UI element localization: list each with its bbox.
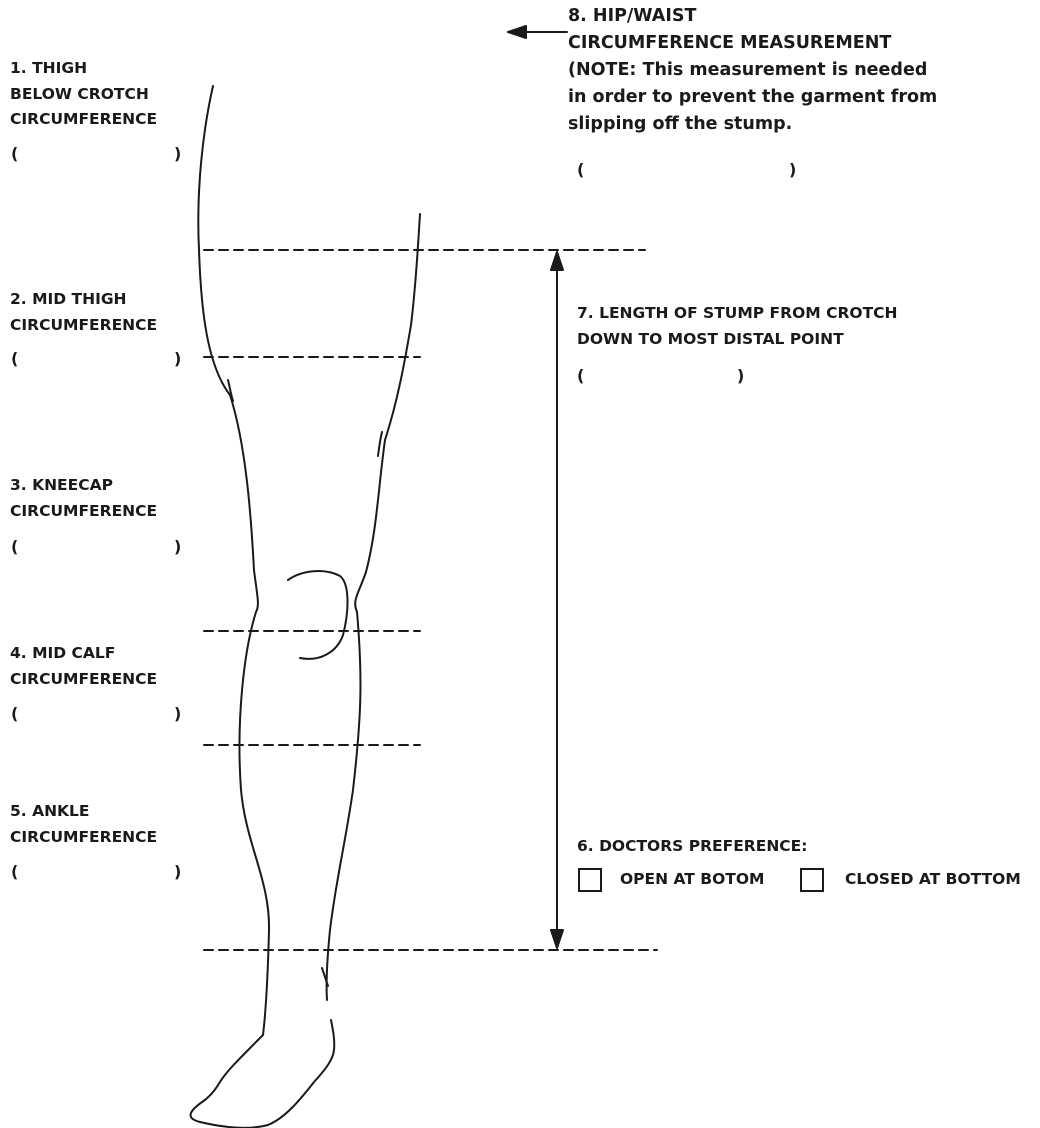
mid-calf-value-open: (: [11, 704, 19, 723]
thigh-label-line-3: CIRCUMFERENCE: [10, 110, 158, 128]
mid-thigh-value-open: (: [11, 349, 19, 368]
kneecap-label-line-1: 3. KNEECAP: [10, 476, 113, 494]
arrowhead-left: [507, 25, 527, 39]
stump-length-label-line-1: 7. LENGTH OF STUMP FROM CROTCH: [577, 304, 898, 322]
kneecap-label-line-2: CIRCUMFERENCE: [10, 501, 158, 520]
open-at-bottom-checkbox[interactable]: [578, 868, 602, 892]
arrowhead-down: [550, 929, 564, 949]
stump-length-value-open: (: [577, 366, 585, 385]
leg-outline-left-mark: [227, 379, 234, 402]
stump-length-label: 7. LENGTH OF STUMP FROM CROTCH DOWN TO M…: [577, 301, 898, 352]
arrowhead-up: [550, 251, 564, 271]
ankle-label: 5. ANKLE CIRCUMFERENCE: [10, 799, 157, 850]
stump-length-label-line-2: DOWN TO MOST DISTAL POINT: [577, 329, 844, 348]
leg-outline-right: [325, 213, 421, 1001]
mid-thigh-value-close: ): [174, 349, 182, 368]
hip-waist-note-line-1: (NOTE: This measurement is needed: [568, 60, 928, 80]
hip-waist-note-line-2: in order to prevent the garment from: [568, 87, 938, 107]
mid-thigh-label-line-1: 2. MID THIGH: [10, 290, 127, 308]
closed-at-bottom-checkbox[interactable]: [800, 868, 824, 892]
hip-waist-label: 8. HIP/WAIST CIRCUMFERENCE MEASUREMENT (…: [568, 3, 937, 138]
thigh-label: 1. THIGH BELOW CROTCH CIRCUMFERENCE: [10, 56, 157, 133]
closed-at-bottom-label: CLOSED AT BOTTOM: [845, 870, 1021, 888]
open-at-bottom-label: OPEN AT BOTOM: [620, 870, 765, 888]
kneecap-value-open: (: [11, 537, 19, 556]
stump-length-value-close: ): [737, 366, 745, 385]
mid-thigh-label: 2. MID THIGH CIRCUMFERENCE: [10, 287, 157, 338]
mid-calf-value-close: ): [174, 704, 182, 723]
hip-waist-value-open: (: [577, 160, 585, 179]
ankle-mark: [321, 967, 329, 987]
ankle-label-line-1: 5. ANKLE: [10, 802, 90, 820]
thigh-label-line-2: BELOW CROTCH: [10, 84, 149, 103]
thigh-label-line-1: 1. THIGH: [10, 59, 88, 77]
hip-waist-label-line-1: 8. HIP/WAIST: [568, 6, 697, 26]
leg-outline-left: [189, 85, 336, 1128]
mid-calf-label-line-2: CIRCUMFERENCE: [10, 669, 158, 688]
mid-calf-label-line-1: 4. MID CALF: [10, 644, 116, 662]
doctors-preference-title: 6. DOCTORS PREFERENCE:: [577, 837, 808, 855]
ankle-value-close: ): [174, 862, 182, 881]
kneecap-value-close: ): [174, 537, 182, 556]
hip-waist-label-line-2: CIRCUMFERENCE MEASUREMENT: [568, 33, 892, 53]
kneecap-label: 3. KNEECAP CIRCUMFERENCE: [10, 473, 157, 524]
thigh-value-open: (: [11, 144, 19, 163]
mid-calf-label: 4. MID CALF CIRCUMFERENCE: [10, 641, 157, 692]
thigh-value-close: ): [174, 144, 182, 163]
mid-thigh-label-line-2: CIRCUMFERENCE: [10, 315, 158, 334]
kneecap-outline: [287, 570, 349, 660]
ankle-value-open: (: [11, 862, 19, 881]
leg-outline-right-mark: [377, 431, 383, 457]
hip-waist-value-close: ): [789, 160, 797, 179]
ankle-label-line-2: CIRCUMFERENCE: [10, 827, 158, 846]
hip-waist-note-line-3: slipping off the stump.: [568, 114, 793, 134]
